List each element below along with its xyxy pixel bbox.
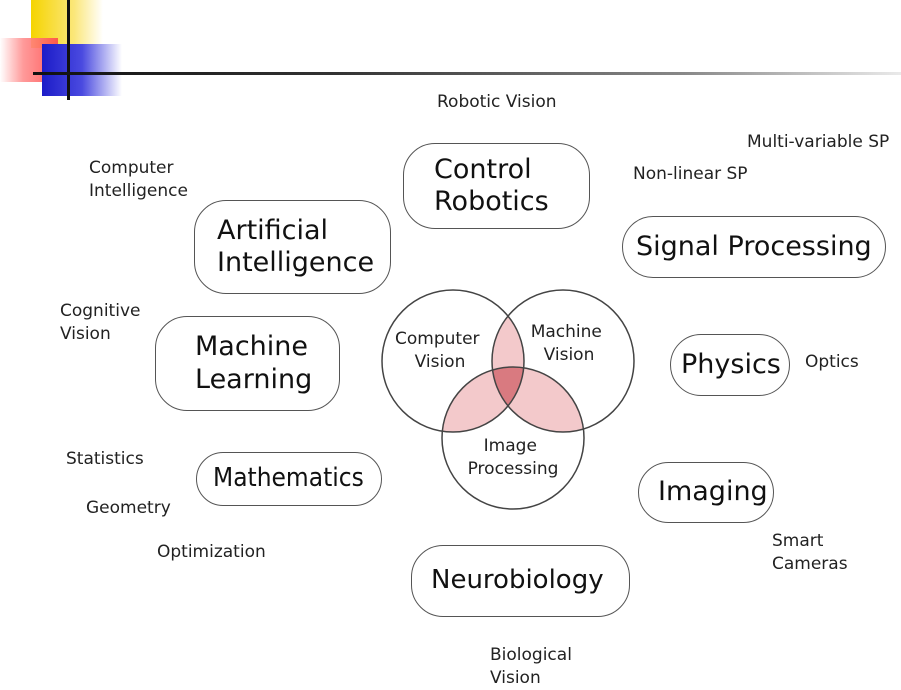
non-linear-sp-label: Non-linear SP <box>633 164 748 184</box>
image-processing-circle <box>441 366 585 510</box>
machine-learning-label: Machine Learning <box>195 331 313 395</box>
overlap-cv-ip <box>442 367 524 432</box>
statistics-label: Statistics <box>66 449 144 469</box>
control-robotics-node: Control Robotics <box>403 143 590 229</box>
biological-vision-label: Biological Vision <box>490 645 572 688</box>
imaging-label: Imaging <box>658 476 768 508</box>
corner-vertical-rule <box>67 0 70 100</box>
artificial-intelligence-node: Artificial Intelligence <box>194 200 391 294</box>
smart-cameras-label: Smart Cameras <box>772 531 848 574</box>
title-rule <box>33 72 901 75</box>
physics-label: Physics <box>681 348 781 380</box>
computer-vision-circle <box>381 289 525 433</box>
mathematics-node: Mathematics <box>196 452 382 506</box>
signal-processing-label: Signal Processing <box>636 230 872 262</box>
signal-processing-node: Signal Processing <box>622 216 886 278</box>
physics-node: Physics <box>670 334 790 396</box>
artificial-intelligence-label: Artificial Intelligence <box>217 214 375 278</box>
control-robotics-label: Control Robotics <box>434 153 549 217</box>
machine-learning-node: Machine Learning <box>155 316 340 411</box>
multi-variable-sp-label: Multi-variable SP <box>747 132 890 152</box>
overlap-mv-ip <box>492 367 584 432</box>
neurobiology-label: Neurobiology <box>431 565 604 596</box>
mathematics-label: Mathematics <box>213 463 364 494</box>
machine-vision-circle <box>491 289 635 433</box>
machine-vision-label: Machine Vision <box>531 322 608 365</box>
image-processing-label: Image Processing <box>468 436 559 479</box>
computer-vision-label: Computer Vision <box>395 329 485 372</box>
computer-intelligence-label: Computer Intelligence <box>89 158 188 201</box>
optimization-label: Optimization <box>157 542 266 562</box>
corner-blue-square <box>42 44 122 96</box>
cognitive-vision-label: Cognitive Vision <box>60 301 141 344</box>
neurobiology-node: Neurobiology <box>411 545 630 617</box>
optics-label: Optics <box>805 352 859 372</box>
imaging-node: Imaging <box>638 462 774 523</box>
geometry-label: Geometry <box>86 498 171 518</box>
robotic-vision-label: Robotic Vision <box>437 92 557 112</box>
